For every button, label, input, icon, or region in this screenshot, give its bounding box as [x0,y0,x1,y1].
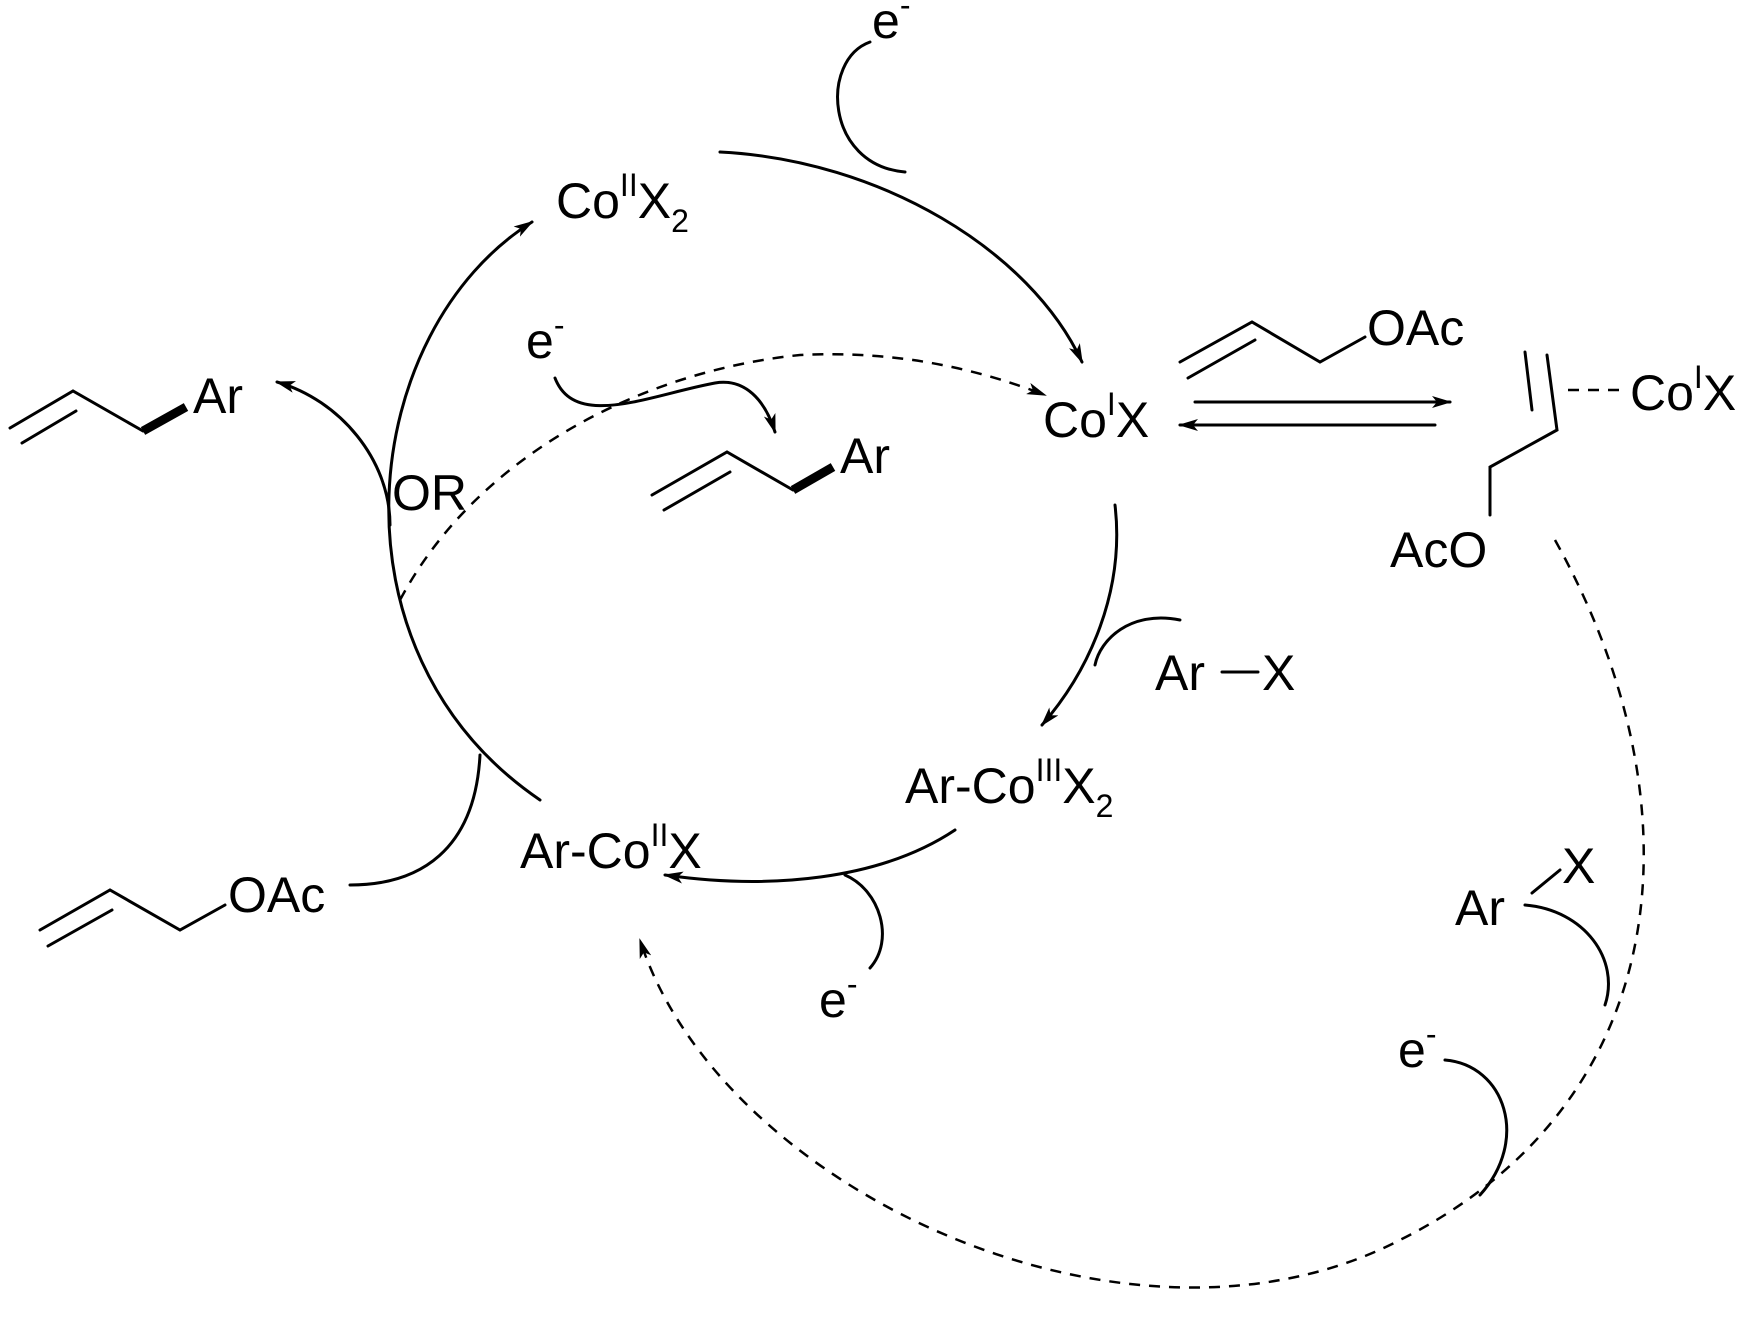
electron-bottom: e- [819,966,857,1028]
arrow-to-allylarene-product [275,380,392,527]
label-arco2x: Ar-CoIIX [520,817,702,879]
dashed-path-to-arco2x [638,539,1645,1289]
aco-label: AcO [1390,522,1487,578]
cobalt-olefin-complex [1488,350,1620,517]
electron-top: e- [872,0,910,49]
ar-label-left: Ar [193,368,243,424]
allylarene-middle [650,450,836,512]
ar-label-middle: Ar [840,428,890,484]
allyl-acetate-uptake-curve [348,753,482,887]
electron-curve-top [836,40,907,174]
arc-co2-to-co1 [718,150,1084,364]
arc-co1-to-arco3 [1040,503,1119,727]
electron-curve-bottom [843,873,884,970]
allyl-acetate-bottom [38,888,227,948]
oac-label-top: OAc [1367,300,1464,356]
oac-label-bottom: OAc [228,867,325,923]
label-arco3x2: Ar-CoIIIX2 [905,752,1113,824]
arx-uptake-curve [1093,616,1182,667]
arx-curve-right [1523,903,1610,1007]
x-label-arx: X [1262,645,1295,701]
arc-arco2-to-co2 [387,220,542,802]
allyl-acetate-top [1178,320,1367,380]
electron-curve-middle [553,376,777,434]
label-co2x2: CoIIX2 [556,167,689,239]
x-label-arx-right: X [1562,838,1595,894]
allylarene-product-left [8,389,189,445]
ar-x-angled-bond [1530,868,1562,895]
electron-middle: e- [526,307,564,369]
label-co1x-complex: CoIX [1630,359,1736,421]
ar-label-arx: Ar [1155,645,1205,701]
label-co1x: CoIX [1043,386,1149,448]
or-label: OR [392,465,467,521]
ar-label-arx-right: Ar [1455,880,1505,936]
electron-curve-right [1443,1058,1509,1197]
arc-arco3-to-arco2 [663,828,957,884]
electron-right: e- [1398,1016,1436,1078]
